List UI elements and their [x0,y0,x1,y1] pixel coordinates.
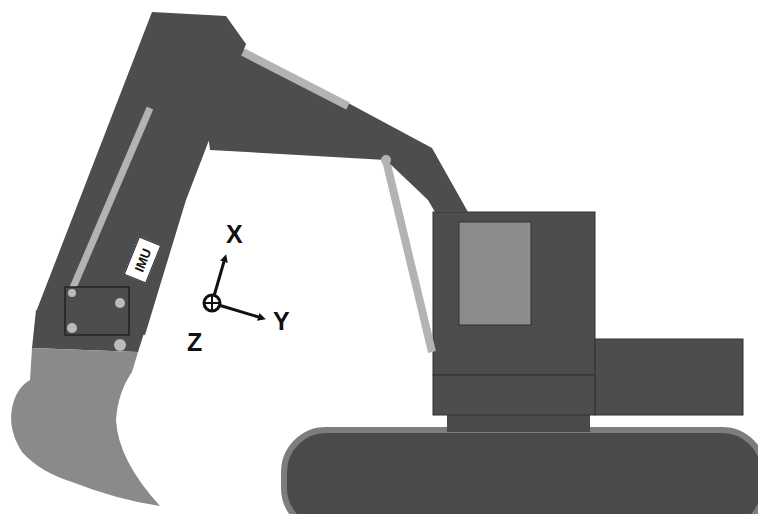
linkage [65,287,129,335]
axis-label: Y [273,309,290,334]
axis-label: Z [187,330,202,355]
undercarriage [447,413,590,432]
stick-cylinder [243,52,348,106]
axis-label: X [226,222,243,247]
cab-window [459,222,531,325]
boom [200,48,468,212]
engine-housing [595,339,743,415]
stick [36,12,246,335]
pin [115,298,125,308]
track [284,430,758,514]
pin [381,155,391,165]
pin [68,289,76,297]
z-axis-symbol [204,295,220,311]
felling-head [11,348,160,506]
imu-label: IMU [132,247,153,274]
z-axis-cross [211,295,213,311]
pin [67,323,77,333]
cab [433,212,595,375]
pin [114,339,126,351]
house-base [433,375,595,415]
